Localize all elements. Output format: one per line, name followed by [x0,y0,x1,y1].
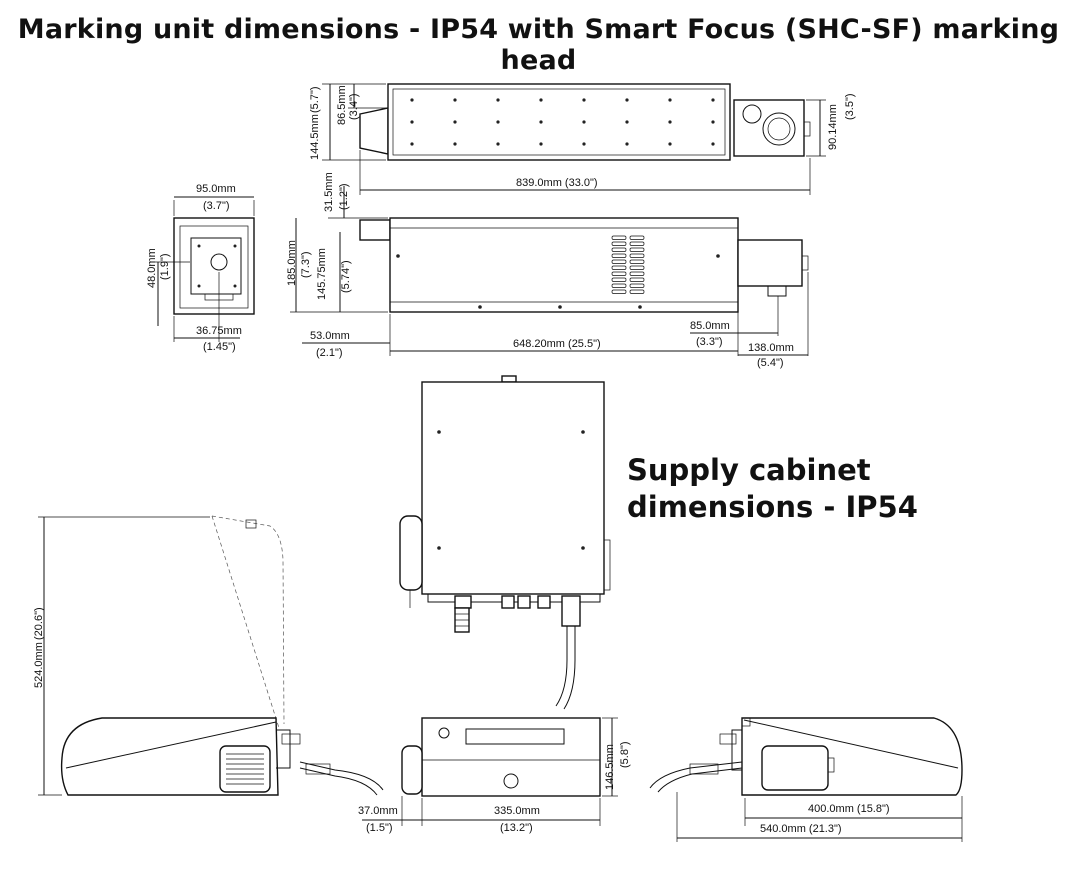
dim-inlet-height-in: (3.4") [348,93,360,120]
cabinet-side-right-cable [649,761,743,789]
dim-rear-offset-in: (1.2") [338,183,350,210]
marking-unit-top-view: 144.5mm (5.7") 86.5mm (3.4") 90.14mm (3.… [309,83,856,195]
cabinet-top-cable [555,626,568,707]
dim-front-height: 146.5mm [604,744,616,790]
dim-center-height-in: (1.9") [159,253,171,280]
dim-side-height: 185.0mm [286,240,298,286]
dim-side-depth: 400.0mm (15.8") [808,803,890,815]
side-view-marking-head [737,239,803,287]
dim-top-height-in: (5.7") [309,86,321,113]
supply-cabinet-heading-line1: Supply cabinet [627,453,871,487]
dim-rear-length-in: (2.1") [316,347,343,359]
supply-cabinet-heading-line2: dimensions - IP54 [627,490,918,524]
marking-unit-side-view: 31.5mm (1.2") 185.0mm (7.3") 145.75mm (5… [286,172,809,369]
cabinet-top-body [421,381,605,595]
cabinet-front-handle [401,745,423,795]
dim-head-length: 138.0mm [748,342,794,354]
dim-center-offset-in: (1.45") [203,341,236,353]
dim-rear-offset: 31.5mm [323,172,335,212]
dim-front-width: 335.0mm [494,805,540,817]
cabinet-side-left-cable [299,761,384,791]
cabinet-top-connector-a [454,595,472,609]
cabinet-front-port [503,773,519,789]
end-view-body [173,217,255,315]
supply-cabinet-top-view [399,375,611,710]
dim-body-length: 648.20mm (25.5") [513,338,601,350]
dim-top-height: 144.5mm [309,114,321,160]
supply-cabinet-heading: Supply cabinet dimensions - IP54 [627,452,927,526]
dim-beam-height: 145.75mm [316,248,328,300]
top-view-body [387,83,731,161]
cabinet-side-right-filter [761,745,829,791]
dim-head-offset-in: (3.3") [696,336,723,348]
cabinet-top-cable-gland [561,595,581,627]
side-view-body [389,217,739,313]
dim-head-height-in: (3.5") [844,93,856,120]
dim-center-height: 48.0mm [146,248,158,288]
dim-total-depth: 540.0mm (21.3") [760,823,842,835]
dim-front-height-in: (5.8") [619,741,631,768]
dim-center-offset: 36.75mm [196,325,242,337]
end-view-lens [210,253,228,271]
top-view-screw-holes [410,98,715,146]
cabinet-front-display [465,728,565,745]
dim-inlet-height: 86.5mm [336,85,348,125]
side-view-vent-grille [611,235,645,294]
cabinet-front-body [421,717,601,797]
top-view-beam-inlet [359,107,389,155]
dim-head-length-in: (5.4") [757,357,784,369]
top-view-marking-head [733,99,805,157]
cabinet-front-key-switch [438,727,450,739]
cabinet-top-handle [399,515,423,591]
supply-cabinet-side-left: 524.0mm (20.6") [33,515,384,796]
dim-end-width: 95.0mm [196,183,236,195]
dim-overall-length: 839.0mm (33.0") [516,177,598,189]
dim-beam-height-in: (5.74") [340,260,352,293]
dim-side-height-in: (7.3") [300,251,312,278]
dim-front-width-in: (13.2") [500,822,533,834]
dim-head-height: 90.14mm [827,104,839,150]
top-view-lens [762,112,796,146]
page-title: Marking unit dimensions - IP54 with Smar… [17,14,1060,76]
dim-knob-depth-in: (1.5") [366,822,393,834]
supply-cabinet-front-view: 146.5mm (5.8") 37.0mm (1.5") 335.0mm (13… [358,717,631,834]
dim-rear-length: 53.0mm [310,330,350,342]
dim-knob-depth: 37.0mm [358,805,398,817]
dim-end-width-in: (3.7") [203,200,230,212]
side-view-rear-cap [359,219,391,241]
dim-lid-open-height-in: (20.6") [33,607,45,640]
marking-unit-end-view: 95.0mm (3.7") 48.0mm (1.9") 36.75mm (1.4… [146,183,255,353]
dim-head-offset: 85.0mm [690,320,730,332]
supply-cabinet-side-right: 400.0mm (15.8") 540.0mm (21.3") [649,717,963,842]
open-lid-outline [211,515,285,725]
dim-lid-open-height: 524.0mm [33,642,45,688]
